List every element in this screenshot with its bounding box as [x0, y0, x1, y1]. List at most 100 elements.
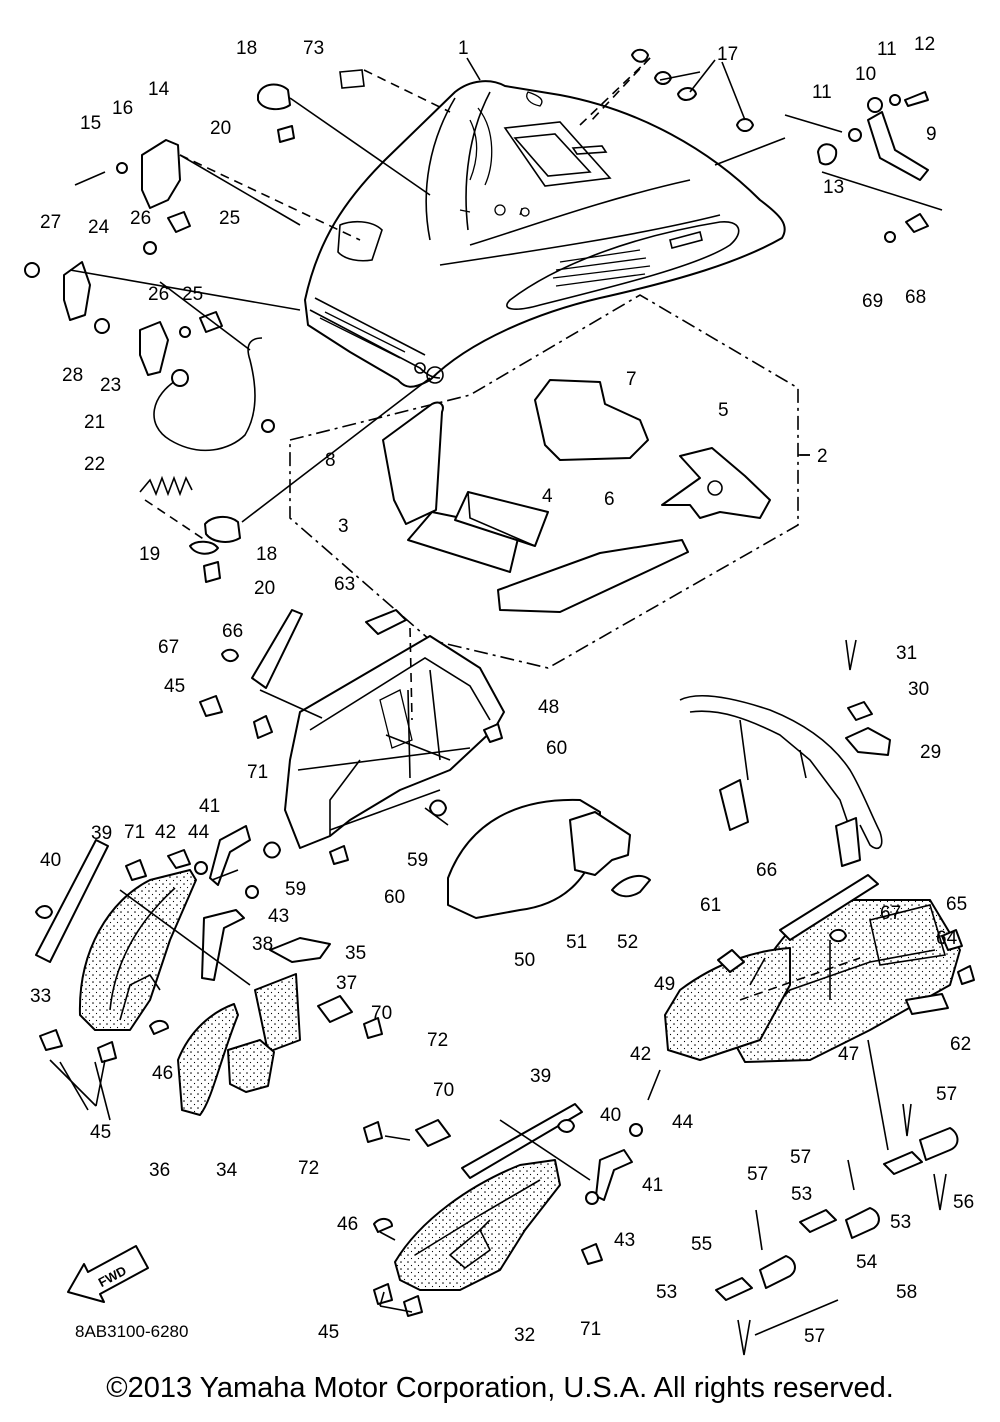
callout-56: 56 — [953, 1192, 974, 1213]
callout-49: 49 — [654, 974, 675, 995]
part-26-washer-a — [143, 241, 157, 255]
part-27-bolt — [24, 262, 40, 278]
diagram-code: 8AB3100-6280 — [75, 1322, 189, 1341]
part-23-bracket — [139, 321, 169, 376]
callout-29: 29 — [920, 742, 941, 763]
callout-6: 6 — [604, 489, 615, 510]
callout-43b: 43 — [614, 1230, 635, 1251]
callout-37: 37 — [336, 973, 357, 994]
callout-20b: 20 — [254, 578, 275, 599]
callout-11b: 11 — [877, 39, 897, 60]
callout-52: 52 — [617, 932, 638, 953]
part-57-rivet-d — [737, 1319, 751, 1356]
callout-65: 65 — [946, 894, 967, 915]
part-45-screw-left-a — [39, 1029, 63, 1051]
part-65-nut — [941, 929, 963, 951]
part-67-rivet-right — [829, 928, 847, 943]
part-2-kit-border — [289, 294, 799, 669]
part-54-slider — [845, 1207, 880, 1239]
part-11-washer-a — [848, 128, 862, 142]
part-67-rivet-top — [221, 648, 239, 662]
callout-71b: 71 — [124, 822, 145, 843]
callout-71a: 71 — [247, 762, 268, 783]
callout-73: 73 — [303, 38, 324, 59]
part-72-screw-b — [363, 1121, 383, 1143]
part-32-side-panel — [394, 1159, 561, 1291]
callout-50: 50 — [514, 950, 535, 971]
part-63-clip — [365, 609, 407, 635]
part-42-screw-lower — [647, 1069, 661, 1101]
callout-35: 35 — [345, 943, 366, 964]
part-45-screw-top — [199, 695, 223, 717]
part-57-rivet-b — [847, 1159, 855, 1191]
callout-55: 55 — [691, 1234, 712, 1255]
callout-66a: 66 — [222, 621, 243, 642]
callout-17: 17 — [717, 44, 738, 65]
part-53-pad-a — [799, 1209, 837, 1233]
callout-18a: 18 — [236, 38, 257, 59]
callout-72a: 72 — [427, 1030, 448, 1051]
part-57-rivet-c — [755, 1209, 763, 1251]
part-12-bolt — [904, 91, 929, 107]
part-drawings: FWD — [24, 48, 975, 1356]
callout-39b: 39 — [530, 1066, 551, 1087]
callout-42b: 42 — [630, 1044, 651, 1065]
callout-2: 2 — [817, 446, 828, 467]
callout-36: 36 — [149, 1160, 170, 1181]
callout-28: 28 — [62, 365, 83, 386]
part-13-grommet — [817, 143, 838, 166]
part-55-slider — [759, 1255, 796, 1289]
part-14-plate — [141, 139, 181, 209]
part-45-screw-lower-b — [403, 1295, 423, 1317]
callout-7: 7 — [626, 369, 637, 390]
part-71-nut-lower — [581, 1243, 603, 1265]
callout-23: 23 — [100, 375, 121, 396]
callout-57d: 57 — [804, 1326, 825, 1347]
part-24-bracket — [63, 261, 91, 321]
callout-70b: 70 — [433, 1080, 454, 1101]
callout-45b: 45 — [90, 1122, 111, 1143]
callout-10: 10 — [855, 64, 876, 85]
part-66-strip-top — [251, 609, 303, 689]
part-51-panel — [569, 811, 631, 876]
callout-40a: 40 — [40, 850, 61, 871]
callout-20a: 20 — [210, 118, 231, 139]
callout-labels: 1 2 3 4 5 6 7 8 9 10 11 11 12 13 14 15 1… — [30, 34, 974, 1347]
callout-48: 48 — [538, 697, 559, 718]
part-44-washer-left — [194, 861, 208, 875]
part-1-hood — [304, 80, 786, 388]
part-40-rivet-lower — [557, 1119, 575, 1133]
part-38-bracket — [201, 909, 245, 981]
part-70-plate-a — [317, 995, 353, 1023]
part-71-nut-top — [253, 715, 273, 739]
part-53-pad-b — [715, 1277, 753, 1301]
callout-64: 64 — [936, 928, 958, 949]
part-58-rivet — [933, 1173, 947, 1211]
part-60-nut-b — [329, 845, 349, 865]
part-36-cover — [177, 1003, 239, 1116]
part-52-clip — [611, 874, 651, 898]
part-15-screw — [74, 171, 106, 186]
callout-9: 9 — [926, 124, 937, 145]
callout-62: 62 — [950, 1034, 971, 1055]
part-9-bracket — [867, 111, 929, 181]
callout-54: 54 — [856, 1252, 878, 1273]
callout-13: 13 — [823, 177, 844, 198]
part-66-strip-right — [779, 874, 879, 941]
part-71-nut-left — [125, 859, 147, 881]
part-18-bracket-bottom — [204, 516, 241, 543]
part-43-nut-lower — [585, 1191, 599, 1205]
callout-42a: 42 — [155, 822, 176, 843]
callout-40b: 40 — [600, 1105, 621, 1126]
part-45-screw-left-b — [97, 1041, 117, 1063]
part-7-pad — [534, 379, 649, 461]
part-21-cable — [153, 337, 263, 452]
part-64-clip — [957, 965, 975, 985]
callout-38: 38 — [252, 934, 273, 955]
callout-32: 32 — [514, 1325, 535, 1346]
leader-lines — [49, 57, 889, 1336]
part-5-pad — [661, 447, 771, 519]
part-49-lower-cowl — [664, 947, 791, 1061]
callout-72b: 72 — [298, 1158, 319, 1179]
